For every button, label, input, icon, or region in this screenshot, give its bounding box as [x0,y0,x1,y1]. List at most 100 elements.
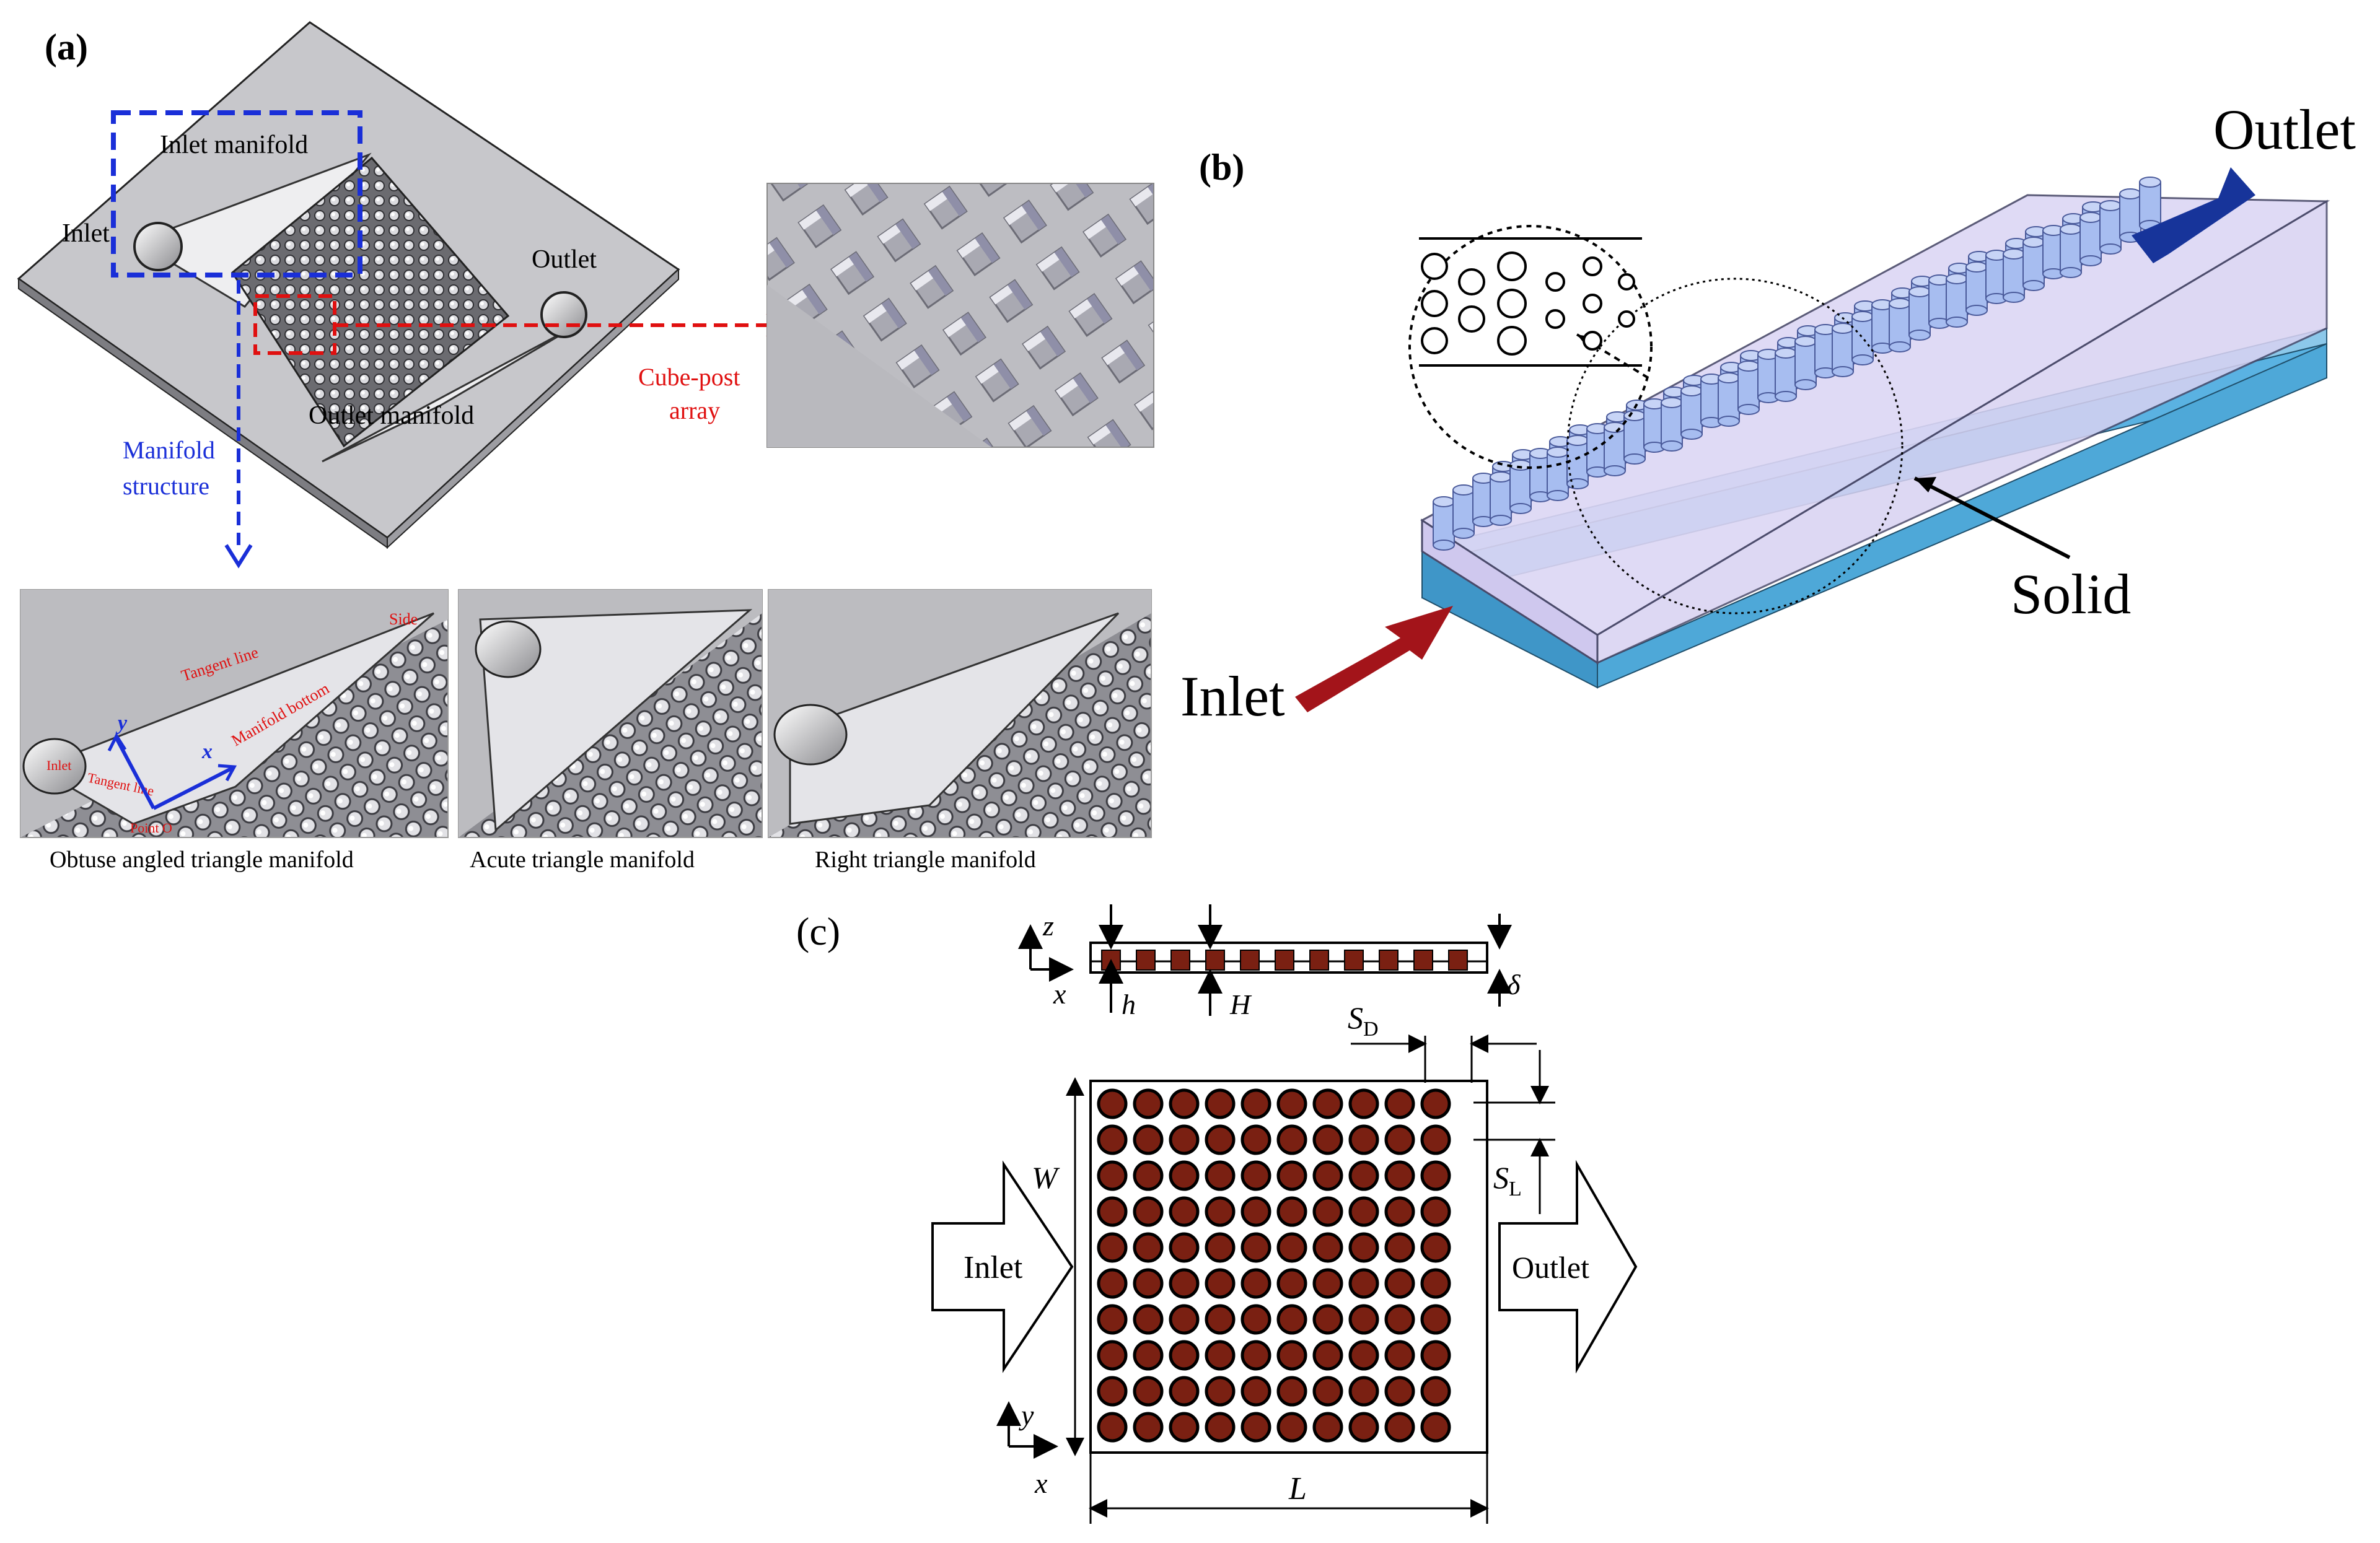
h-label: h [1122,989,1136,1020]
inlet-label-b: Inlet [1180,665,1285,728]
top-pin-fin [1420,1412,1451,1443]
top-pin-fin [1169,1088,1200,1119]
SD-label: SD [1348,1000,1379,1041]
heat-sink-pin [1547,447,1569,501]
manifold-structure-arrowhead [224,544,253,569]
top-pin-fin [1097,1268,1128,1299]
top-pin-fin [1384,1268,1415,1299]
heat-sink-pin [1680,385,1703,440]
detail-x-axis [152,766,234,810]
top-pin-fin [1097,1412,1128,1443]
H-label: H [1229,989,1252,1020]
top-pin-fin [1276,1124,1307,1155]
top-pin-fin [1348,1088,1379,1119]
top-pin-fin [1312,1340,1343,1371]
heat-sink-pin [2003,248,2025,303]
top-pin-fin [1420,1232,1451,1263]
manifold-structure-label-2: structure [123,472,209,500]
outlet-hole [540,291,587,338]
top-pin-fin [1348,1232,1379,1263]
solid-pointer [1913,476,2071,559]
top-pin-fin [1205,1124,1236,1155]
top-pin-fin [1312,1232,1343,1263]
outlet-manifold-shape [322,321,583,463]
heat-sink-pin [1965,261,1988,316]
heat-sink-pin [1509,460,1532,514]
top-pin-fin [1312,1304,1343,1335]
top-pin-fin [1384,1160,1415,1191]
side-pin-fin [1170,950,1190,971]
zoom-pin [1583,294,1602,313]
zoom-pin [1458,268,1485,295]
top-pin-fin [1133,1088,1164,1119]
inlet-arrow [1295,606,1453,712]
top-view: W L SD SL Inlet Outlet [931,1000,1638,1524]
side-view: z x h H δ [1018,904,1521,1020]
heat-sink-pin [1946,273,1968,328]
side-pin-fin [1275,950,1294,971]
top-pin-fin [1348,1376,1379,1407]
top-pin-fin [1240,1412,1271,1443]
top-pin-fin [1384,1412,1415,1443]
SL-label: SL [1493,1160,1522,1200]
side-pin-fin [1240,950,1260,971]
side-pin-fin [1136,950,1156,971]
top-pin-fin [1133,1232,1164,1263]
top-pin-fin [1312,1196,1343,1227]
point-o-label: Point O [130,820,172,836]
top-pin-fin [1240,1340,1271,1371]
detail-y-axis [115,737,156,810]
top-pin-fin [1205,1232,1236,1263]
top-pin-fin [1384,1340,1415,1371]
top-pin-fin [1348,1304,1379,1335]
zoom-pin [1583,331,1602,351]
top-pin-fin [1133,1196,1164,1227]
panel-c: (c) z x h H δ W [796,904,1638,1524]
heat-sink-pin [1775,348,1797,402]
top-pin-fin [1133,1124,1164,1155]
top-pin-fin [1133,1268,1164,1299]
top-pin-fin [1097,1124,1128,1155]
SL-sub: L [1509,1178,1522,1200]
zoom-pin [1421,290,1448,317]
top-pin-fin [1169,1160,1200,1191]
heat-sink-pin [1851,311,1874,365]
zoom-pin [1618,273,1635,291]
side-pin-fin [1205,950,1225,971]
top-pin-fin [1169,1304,1200,1335]
panel-a-label: (a) [45,27,88,68]
top-pin-fin [1205,1268,1236,1299]
inlet-manifold-label: Inlet manifold [160,131,308,159]
heat-sink-pin [1794,336,1817,390]
zoom-pin [1618,310,1635,328]
top-pin-fin [1384,1088,1415,1119]
top-pin-fin [1133,1412,1164,1443]
heat-sink-pin [1908,286,1931,341]
zoom-pin-pattern [1419,237,1642,367]
detail-inlet-label: Inlet [46,758,71,773]
delta-label: δ [1507,969,1521,1000]
outlet-flow-arrow [1498,1160,1638,1374]
top-pin-fin [1348,1196,1379,1227]
zoom-pin [1497,289,1527,318]
top-pin-fin [1097,1304,1128,1335]
detail-y-label: y [115,712,128,735]
heat-sink-pin [1490,471,1512,526]
side-pin-fin [1309,950,1329,971]
top-pin-fin [1133,1340,1164,1371]
L-label: L [1288,1471,1307,1506]
top-pin-fin [1420,1088,1451,1119]
panel-a: (a) Inlet manifold Inlet Outlet Outlet m… [17,21,1154,873]
top-pin-fin [1384,1304,1415,1335]
top-pin-fin [1348,1160,1379,1191]
inlet-hole [133,222,183,271]
top-pin-fin [1276,1412,1307,1443]
heat-sink-pin [1433,496,1455,551]
heat-sink-pin [2139,177,2161,231]
top-pin-fin [1276,1196,1307,1227]
acute-caption: Acute triangle manifold [470,847,695,873]
top-pin-fin [1348,1412,1379,1443]
top-pin-fin [1276,1160,1307,1191]
detail-x-label: x [201,740,213,763]
top-pin-fin [1205,1160,1236,1191]
